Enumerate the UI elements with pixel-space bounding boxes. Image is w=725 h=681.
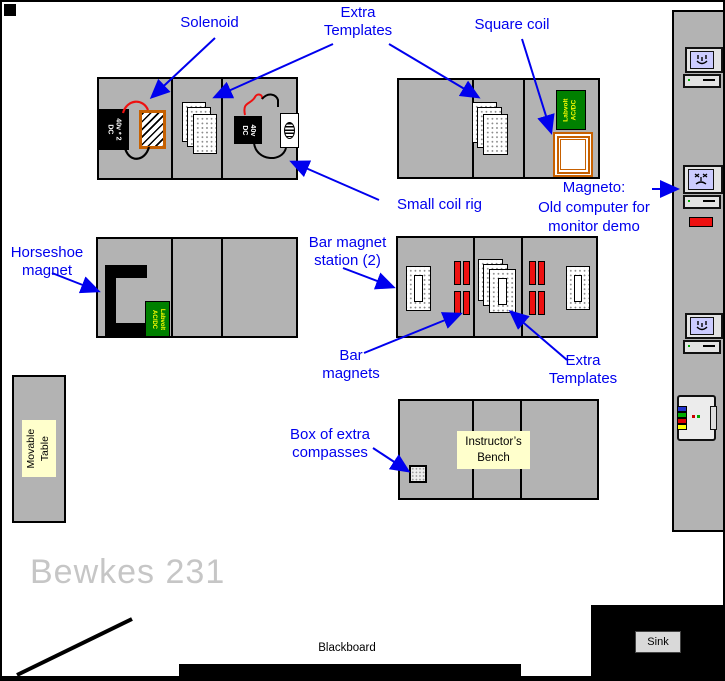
- door-swing-line: [16, 617, 133, 677]
- bottom-wall: [2, 676, 723, 679]
- arrow-bar-station: [342, 267, 396, 290]
- solenoid-icon: [139, 110, 166, 149]
- bar-magnet-template: [489, 269, 516, 313]
- table-divider: [171, 239, 173, 336]
- table-divider: [221, 79, 223, 178]
- template-sheet: [483, 114, 508, 155]
- bar-magnet-template: [566, 266, 590, 310]
- table-divider: [523, 80, 525, 177]
- extra-templates-bottom-annotation: Extra Templates: [548, 352, 618, 388]
- small-coil-rig-icon: [280, 113, 299, 148]
- box-of-compasses-annotation: Box of extra compasses: [289, 426, 371, 462]
- magneto-annotation: Magneto: Old computer for monitor demo: [538, 179, 650, 235]
- coil-icon: [284, 122, 295, 139]
- extra-templates-top-annotation: Extra Templates: [323, 4, 393, 40]
- power-supply-40v-double: 40v * 2 DC: [97, 109, 129, 150]
- power-supply-40v: 40v DC: [234, 116, 262, 144]
- dead-face-icon: [694, 173, 708, 185]
- labvolt-label: Labvolt AC/DC: [562, 98, 578, 122]
- dead-mac-icon: [683, 165, 723, 209]
- table-divider: [521, 238, 523, 336]
- bar-magnet: [463, 291, 470, 315]
- bar-magnet: [529, 291, 536, 315]
- compass-box-icon: [409, 465, 427, 483]
- printer-icon: [677, 395, 717, 441]
- small-coil-rig-annotation: Small coil rig: [396, 196, 483, 213]
- bar-magnet: [538, 291, 545, 315]
- bar-magnet: [463, 261, 470, 285]
- solenoid-annotation: Solenoid: [180, 14, 239, 31]
- power-supply-label: 40v * 2 DC: [106, 118, 122, 141]
- table-divider: [171, 79, 173, 178]
- blackboard: [179, 664, 521, 677]
- magnet-slot: [574, 275, 582, 302]
- movable-table-note: Movable Table: [22, 420, 56, 477]
- bar-magnets-annotation: Bar magnets: [322, 347, 380, 383]
- bar-magnet: [529, 261, 536, 285]
- sink-label: Sink: [647, 636, 669, 648]
- happy-face-icon: [696, 321, 708, 331]
- bar-magnet: [538, 261, 545, 285]
- square-coil-annotation: Square coil: [474, 16, 550, 33]
- movable-table-label: Movable Table: [25, 428, 52, 469]
- bar-magnet: [454, 261, 461, 285]
- power-supply-label: 40v DC: [241, 124, 257, 136]
- blackboard-label: Blackboard: [318, 642, 376, 654]
- template-sheet: [193, 114, 217, 154]
- table-divider: [473, 238, 475, 336]
- table-divider: [221, 239, 223, 336]
- labvolt-supply: Labvolt AC/DC: [145, 301, 170, 337]
- instructor-bench-label: Instructor’s Bench: [465, 435, 522, 464]
- arrow-small-coil-rig: [289, 160, 380, 201]
- magnet-slot: [498, 278, 507, 305]
- horseshoe-annotation: Horseshoe magnet: [10, 244, 84, 280]
- magnet-slot: [414, 275, 423, 302]
- horseshoe-magnet-icon: [105, 265, 147, 336]
- wall-pillar: [4, 4, 16, 16]
- sink-label-box: Sink: [635, 631, 681, 653]
- happy-mac-icon: [683, 313, 723, 354]
- happy-mac-icon: [683, 47, 723, 88]
- bar-magnet: [454, 291, 461, 315]
- bar-magnet-station-annotation: Bar magnet station (2): [308, 234, 387, 270]
- computer-counter: [672, 10, 723, 532]
- labvolt-supply: Labvolt AC/DC: [556, 90, 586, 130]
- square-coil-icon: [553, 132, 593, 177]
- instructor-bench-note: Instructor’s Bench: [457, 431, 530, 469]
- room-title: Bewkes 231: [30, 553, 226, 591]
- bar-magnet-template: [406, 266, 431, 311]
- red-object: [689, 217, 713, 227]
- happy-face-icon: [696, 55, 708, 65]
- lab-table-horseshoe: [96, 237, 298, 338]
- labvolt-label: Labvolt AC/DC: [151, 308, 166, 330]
